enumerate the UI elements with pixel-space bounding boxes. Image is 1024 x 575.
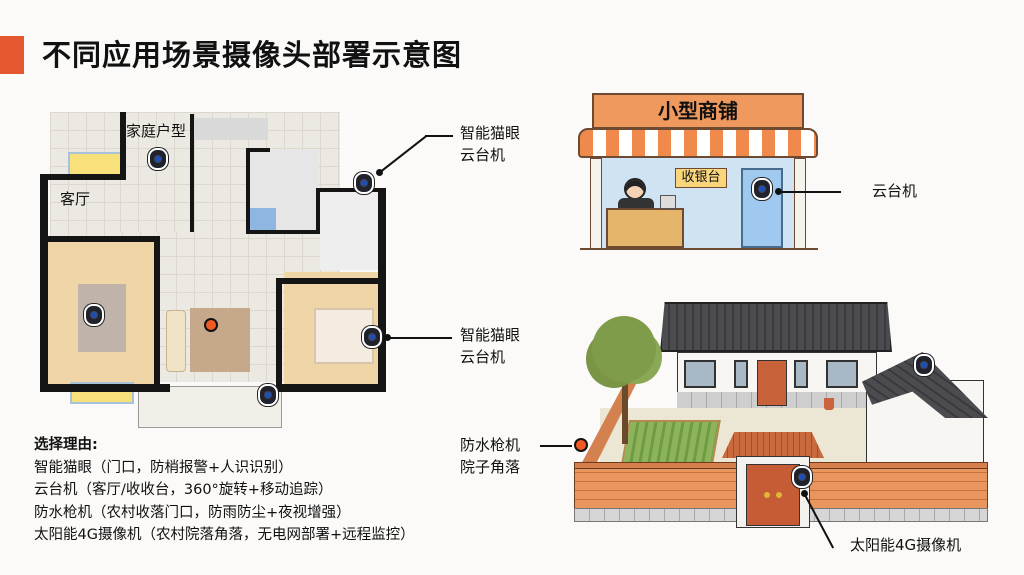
leader-line (378, 135, 427, 174)
reason-item: 太阳能4G摄像机（农村院落角落，无电网部署+远程监控） (34, 527, 415, 543)
rug (190, 308, 250, 372)
shop-column (794, 158, 806, 250)
leader-pin (801, 490, 808, 497)
door-knocker (764, 492, 770, 498)
gate-door (746, 464, 800, 526)
shop-counter (606, 208, 684, 248)
leader-pin (384, 334, 391, 341)
reason-item: 云台机（客厅/收收台，360°旋转+移动追踪） (34, 482, 333, 498)
register (660, 195, 676, 209)
window (734, 360, 748, 388)
entry-room (120, 112, 192, 232)
camera-icon (84, 304, 104, 326)
kitchen-mat (250, 208, 276, 230)
gate-roof (722, 432, 824, 458)
shop-ground (580, 248, 818, 250)
camera-icon (792, 466, 812, 488)
reason-item: 智能猫眼（门口，防梢报警+人识识别） (34, 459, 293, 476)
leader-line (388, 337, 452, 339)
bathroom (320, 190, 380, 270)
door-knocker (776, 492, 782, 498)
vegetable-garden (621, 420, 721, 464)
camera-icon (362, 326, 382, 348)
camera-icon (258, 384, 278, 406)
balcony-top (68, 152, 124, 176)
camera-icon (148, 148, 168, 170)
callout-waterproof-bullet: 防水枪机 院子角落 (460, 436, 521, 476)
leader-line (540, 445, 572, 447)
shop-awning (578, 128, 818, 158)
tree-trunk (622, 370, 628, 444)
plant-pot (824, 398, 834, 410)
leader-line (425, 135, 453, 137)
label-living-room: 客厅 (60, 190, 91, 208)
camera-icon (914, 354, 934, 376)
main-roof (660, 302, 892, 352)
floorplan: 家庭户型 客厅 (40, 112, 386, 430)
shop-column (590, 158, 602, 250)
house-door (757, 360, 787, 406)
orange-dot-marker (574, 438, 588, 452)
cashier-sign: 收银台 (675, 168, 727, 188)
selection-reasons: 选择理由: 智能猫眼（门口，防梢报警+人识识别） 云台机（客厅/收收台，360°… (34, 434, 415, 547)
shop-sign: 小型商铺 (592, 93, 804, 129)
reasons-heading: 选择理由: (34, 437, 98, 453)
kitchen-counter (192, 118, 268, 140)
window (794, 360, 808, 388)
page-title: 不同应用场景摄像头部署示意图 (42, 38, 463, 72)
orange-dot-marker (204, 318, 218, 332)
callout-solar-4g: 太阳能4G摄像机 (850, 536, 962, 554)
title-accent-bar (0, 36, 24, 74)
leader-pin (775, 188, 782, 195)
cashier-person (624, 178, 646, 200)
camera-icon (752, 178, 772, 200)
window (826, 360, 858, 388)
window (684, 360, 716, 388)
leader-line (779, 191, 841, 193)
label-house-type: 家庭户型 (126, 122, 187, 140)
reason-item: 防水枪机（农村收落门口，防雨防尘+夜视增强） (34, 504, 351, 521)
tree (592, 316, 656, 382)
sofa (166, 310, 186, 372)
callout-smart-peephole-top: 智能猫眼 云台机 (460, 124, 521, 164)
callout-smart-peephole-middle: 智能猫眼 云台机 (460, 326, 521, 366)
callout-ptz-shop: 云台机 (872, 182, 918, 200)
camera-icon (354, 172, 374, 194)
